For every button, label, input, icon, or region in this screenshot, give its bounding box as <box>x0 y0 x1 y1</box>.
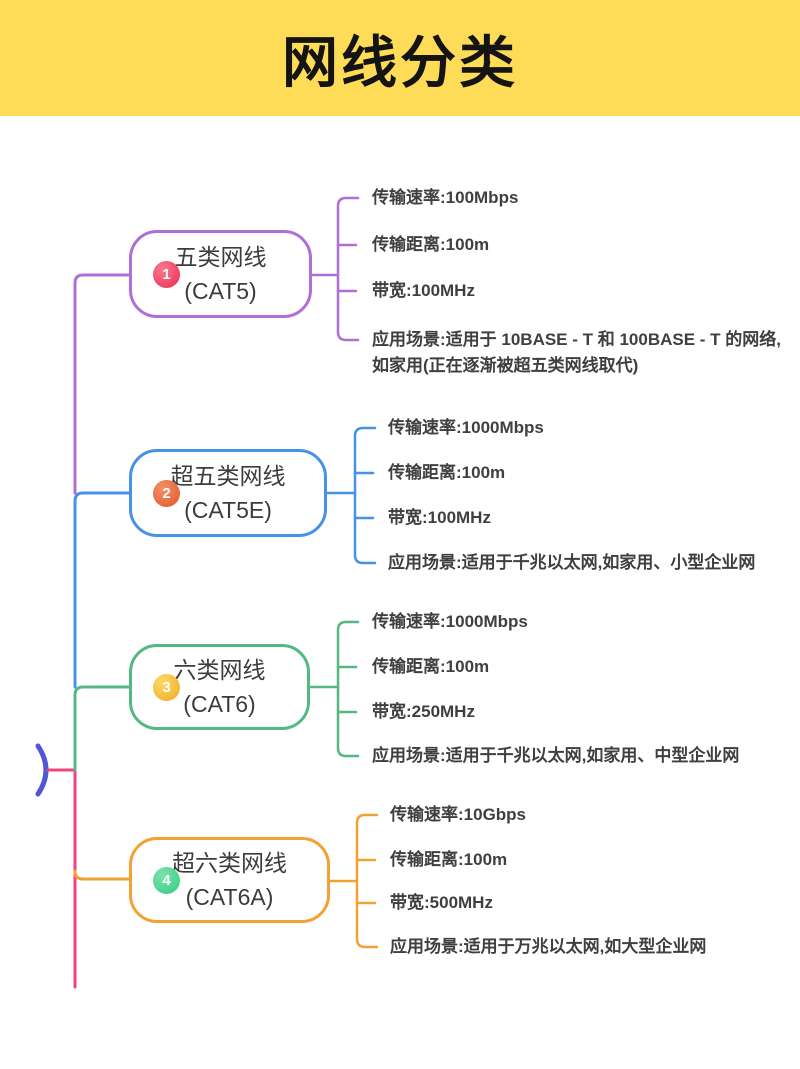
leaf-bracket-2 <box>325 426 377 565</box>
badge-2: 2 <box>153 480 180 507</box>
node-code: (CAT6) <box>183 691 256 717</box>
trunk-branch-3 <box>73 685 131 772</box>
leaf-usage: 应用场景:适用于 10BASE - T 和 100BASE - T 的网络,如家… <box>372 330 781 375</box>
leaf-usage: 应用场景:适用于千兆以太网,如家用、小型企业网 <box>388 553 756 572</box>
leaf-speed: 传输速率:1000Mbps <box>388 418 544 437</box>
node-cat5: 1 五类网线 (CAT5) <box>129 230 312 318</box>
leaf-distance: 传输距离:100m <box>390 850 508 869</box>
leaf-speed: 传输速率:100Mbps <box>372 188 519 207</box>
leaf-speed: 传输速率:10Gbps <box>390 805 527 824</box>
node-name: 超六类网线 <box>172 850 287 876</box>
root-arc <box>35 743 49 797</box>
trunk-branch-4 <box>73 869 131 881</box>
badge-1: 1 <box>153 261 180 288</box>
leaf-distance: 传输距离:100m <box>372 657 490 676</box>
badge-3: 3 <box>153 674 180 701</box>
node-cat6a: 4 超六类网线 (CAT6A) <box>129 837 330 923</box>
title-banner: 网线分类 <box>0 0 800 116</box>
trunk-branch-2 <box>73 491 131 689</box>
leaf-distance: 传输距离:100m <box>372 235 490 254</box>
badge-4: 4 <box>153 867 180 894</box>
leaf-usage: 应用场景:适用于万兆以太网,如大型企业网 <box>390 937 707 956</box>
leaf-bracket-1 <box>310 196 360 342</box>
node-code: (CAT5E) <box>184 497 272 523</box>
node-name: 六类网线 <box>173 657 266 683</box>
node-name: 超五类网线 <box>170 463 286 489</box>
node-code: (CAT5) <box>184 278 257 304</box>
node-name: 五类网线 <box>174 244 267 270</box>
node-cat5e: 2 超五类网线 (CAT5E) <box>129 449 327 537</box>
leaf-bandwidth: 带宽:500MHz <box>390 893 493 912</box>
page-title: 网线分类 <box>282 30 518 94</box>
leaf-bandwidth: 带宽:100MHz <box>372 281 475 300</box>
leaf-usage: 应用场景:适用于千兆以太网,如家用、中型企业网 <box>372 746 740 765</box>
leaf-distance: 传输距离:100m <box>388 463 506 482</box>
leaf-bracket-4 <box>328 813 379 949</box>
node-cat6: 3 六类网线 (CAT6) <box>129 644 310 730</box>
leaf-bandwidth: 带宽:250MHz <box>372 702 475 721</box>
leaf-bandwidth: 带宽:100MHz <box>388 508 491 527</box>
trunk-branch-1 <box>73 273 131 495</box>
leaf-speed: 传输速率:1000Mbps <box>372 612 528 631</box>
leaf-bracket-3 <box>308 620 360 758</box>
trunk-pink <box>46 768 77 989</box>
node-code: (CAT6A) <box>185 884 274 910</box>
